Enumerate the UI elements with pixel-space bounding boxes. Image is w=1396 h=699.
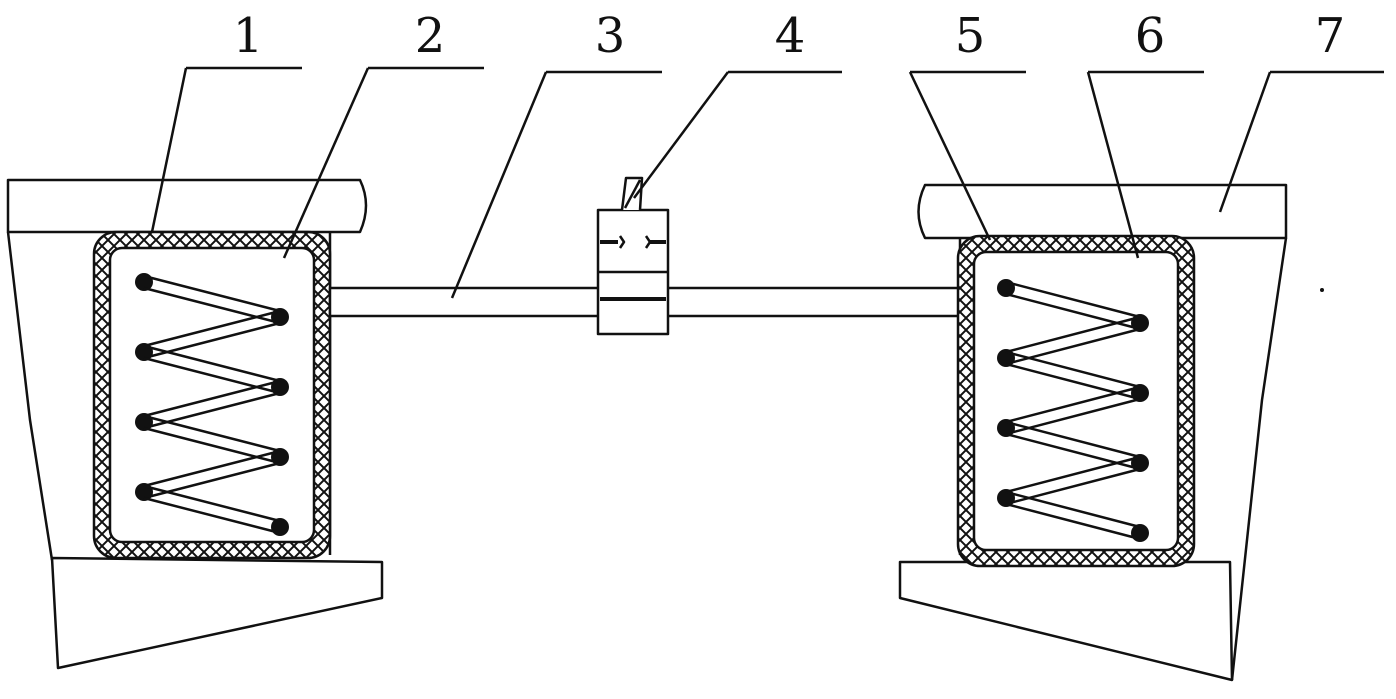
spring-coil-wire xyxy=(1005,315,1141,354)
spring-coil-wire xyxy=(143,344,281,383)
left-spring xyxy=(135,273,289,536)
label-5: 5 xyxy=(955,8,986,64)
label-3: 3 xyxy=(595,8,626,64)
spring-coil-wire xyxy=(143,309,281,348)
spring-coil-wire xyxy=(1005,350,1141,389)
right-top-plate xyxy=(917,183,1288,240)
spring-coil-wire xyxy=(143,449,281,488)
spring-coil-wire xyxy=(1005,490,1141,529)
spring-coil-wire xyxy=(143,379,281,418)
label-1: 1 xyxy=(233,8,264,64)
left-top-plate xyxy=(6,178,368,234)
label-2: 2 xyxy=(415,8,446,64)
spring-coil-wire xyxy=(143,496,281,535)
spring-coil-wire xyxy=(1005,455,1141,494)
leader-line-1 xyxy=(150,66,302,233)
right-bottom-plate xyxy=(898,560,1234,682)
right-spring xyxy=(997,279,1149,542)
label-4: 4 xyxy=(775,8,806,64)
left-housing-liner xyxy=(92,230,332,560)
leader-line-2 xyxy=(282,66,484,259)
leader-line-4 xyxy=(632,70,842,199)
leader-line-3 xyxy=(450,70,662,299)
spring-coil-wire xyxy=(1005,280,1141,319)
label-7: 7 xyxy=(1315,8,1346,64)
spring-coil-end xyxy=(271,518,289,536)
leader-line-6 xyxy=(1086,70,1204,259)
speck-mark xyxy=(1320,288,1324,292)
label-6: 6 xyxy=(1135,8,1166,64)
spring-coil-end xyxy=(1131,524,1149,542)
spring-coil-wire xyxy=(1005,420,1141,459)
right-housing-liner xyxy=(956,234,1196,568)
spring-coil-wire xyxy=(143,484,281,523)
spring-coil-wire xyxy=(143,414,281,453)
leader-line-7 xyxy=(1218,70,1384,213)
spring-coil-wire xyxy=(143,274,281,313)
spring-coil-wire xyxy=(1005,385,1141,424)
spring-coil-wire xyxy=(1005,502,1141,541)
leader-line-5 xyxy=(908,70,1026,241)
left-bottom-plate xyxy=(50,556,384,670)
coupling-block xyxy=(596,176,670,336)
